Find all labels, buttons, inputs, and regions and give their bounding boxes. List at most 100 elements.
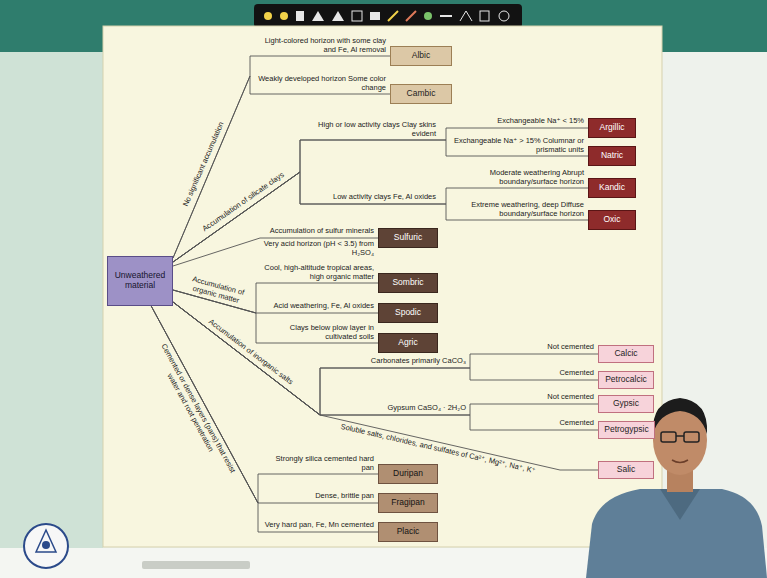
branch-line xyxy=(173,302,598,415)
branch-line xyxy=(173,302,598,415)
branch-line xyxy=(173,290,378,343)
branch-label: Soluble salts, chlorides, and sulfates o… xyxy=(324,419,552,479)
logo-ring xyxy=(24,524,68,568)
node-text: Sombric xyxy=(392,278,423,288)
branch-label: Cemented xyxy=(476,369,594,378)
side-band xyxy=(0,52,103,552)
node-text: Oxic xyxy=(604,215,621,225)
presenter-mouth xyxy=(672,460,688,463)
branch-line xyxy=(173,302,598,430)
horizon-box: Cambic xyxy=(390,84,452,104)
branch-label: Weakly developed horizon Some color chan… xyxy=(256,75,386,92)
node-text: Placic xyxy=(397,527,420,537)
horizon-box: Oxic xyxy=(588,210,636,230)
toolbar-icons xyxy=(264,11,509,21)
node-text: Agric xyxy=(398,338,417,348)
branch-label: Accumulation of organic matter xyxy=(180,273,252,308)
tool-icon xyxy=(352,11,362,21)
branch-line xyxy=(173,140,588,262)
branch-label: Light-colored horizon with some clay and… xyxy=(256,37,386,54)
tool-icon xyxy=(460,11,472,21)
tool-icon xyxy=(388,11,398,21)
horizon-box: Kandic xyxy=(588,178,636,198)
branch-label: Clays below plow layer in cultivated soi… xyxy=(262,324,374,341)
horizon-box: Calcic xyxy=(598,345,654,363)
branch-label: Very hard pan, Fe, Mn cemented xyxy=(264,521,374,530)
tool-icon xyxy=(406,11,416,21)
branch-label: Cool, high-altitude tropical areas, high… xyxy=(262,264,374,281)
node-text: Unweathered material xyxy=(113,271,167,290)
node-text: Sulfuric xyxy=(394,233,422,243)
node-text: Albic xyxy=(412,51,430,61)
branch-label: Cemented xyxy=(476,419,594,428)
branch-label: Moderate weathering Abrupt boundary/surf… xyxy=(452,169,584,186)
branch-line xyxy=(151,306,378,503)
node-text: Duripan xyxy=(393,469,423,479)
presenter xyxy=(586,398,767,578)
node-text: Kandic xyxy=(599,183,625,193)
tool-icon xyxy=(440,15,452,17)
horizon-box: Sulfuric xyxy=(378,228,438,248)
branch-label: Strongly silica cemented hard pan xyxy=(264,455,374,472)
branch-label: Carbonates primarily CaCO₃ xyxy=(324,357,466,366)
branch-line xyxy=(173,238,378,266)
tool-icon xyxy=(296,11,304,21)
branch-label: Dense, brittle pan xyxy=(264,492,374,501)
logo-emblem xyxy=(36,530,56,552)
branch-label: Low activity clays Fe, Al oxides xyxy=(304,193,436,202)
node-text: Fragipan xyxy=(391,498,425,508)
presenter-shirt xyxy=(586,489,767,578)
branch-label: Not cemented xyxy=(476,343,594,352)
branch-label: Exchangeable Na⁺ > 15% Columnar or prism… xyxy=(452,137,584,154)
presenter-hair xyxy=(653,398,707,434)
branch-label: Acid weathering, Fe, Al oxides xyxy=(262,302,374,311)
tool-icon xyxy=(424,12,432,20)
presenter-collar xyxy=(660,489,700,520)
horizon-box: Natric xyxy=(588,146,636,166)
horizon-box: Sombric xyxy=(378,273,438,293)
institute-logo xyxy=(24,524,68,568)
horizon-box: Argillic xyxy=(588,118,636,138)
branch-label: Very acid horizon (pH < 3.5) from H₂SO₄ xyxy=(262,240,374,257)
node-text: Calcic xyxy=(614,349,637,359)
node-text: Spodic xyxy=(395,308,421,318)
branch-label: Gypsum CaSO₄ · 2H₂O xyxy=(324,404,466,413)
branch-line xyxy=(173,302,598,470)
horizon-box: Petrogypsic xyxy=(598,421,655,439)
horizon-box: Albic xyxy=(390,46,452,66)
branch-label: Cemented or dense layers (pans) that res… xyxy=(150,340,237,480)
branch-line xyxy=(173,302,598,415)
pan-box: Placic xyxy=(378,522,438,542)
node-text: Salic xyxy=(617,465,635,475)
branch-label: Extreme weathering, deep Diffuse boundar… xyxy=(452,201,584,218)
horizon-box: Spodic xyxy=(378,303,438,323)
branch-label: High or low activity clays Clay skins ev… xyxy=(304,121,436,138)
branch-line xyxy=(173,128,588,262)
tool-icon xyxy=(280,12,288,20)
node-text: Argillic xyxy=(599,123,624,133)
horizon-box: Gypsic xyxy=(598,395,654,413)
branch-label: Accumulation of inorganic salts xyxy=(198,311,303,393)
tool-icon xyxy=(370,12,380,20)
tool-icon xyxy=(264,12,272,20)
branch-line xyxy=(173,76,390,258)
toolbar xyxy=(254,4,522,28)
presenter-glasses xyxy=(661,432,676,442)
node-text: Natric xyxy=(601,151,623,161)
pan-box: Duripan xyxy=(378,464,438,484)
pan-box: Fragipan xyxy=(378,493,438,513)
branch-label: No significant accumulation xyxy=(176,107,232,221)
branch-line xyxy=(151,306,378,503)
diagram-panel xyxy=(103,26,662,547)
branch-label: Accumulation of sulfur minerals xyxy=(262,227,374,236)
node-text: Gypsic xyxy=(613,399,639,409)
node-text: Petrocalcic xyxy=(605,375,647,385)
footer-strip xyxy=(142,561,250,569)
presenter-glasses xyxy=(676,435,684,437)
horizon-box: Petrocalcic xyxy=(598,371,654,389)
tool-icon xyxy=(499,11,509,21)
root-box: Unweathered material xyxy=(107,256,173,306)
